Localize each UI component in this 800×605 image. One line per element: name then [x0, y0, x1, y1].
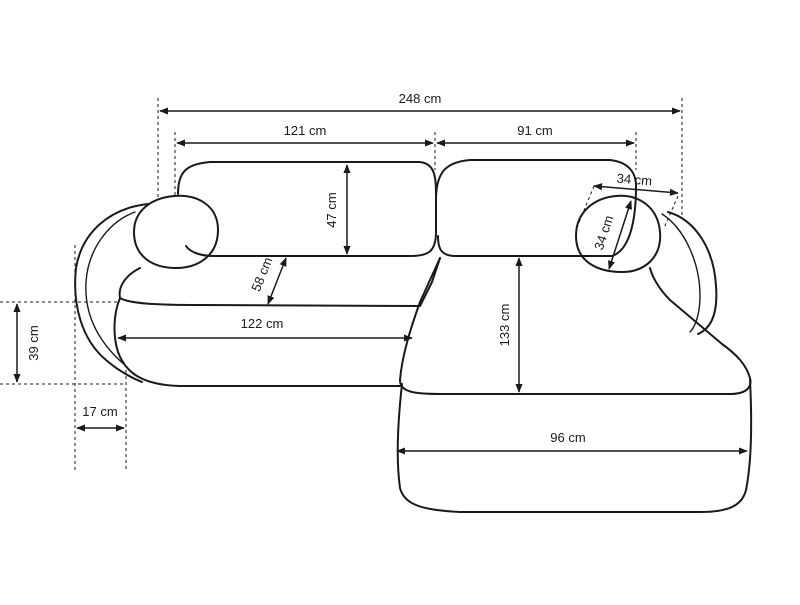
label-total-width: 248 cm [399, 91, 442, 106]
left-seat-cushion [118, 257, 441, 307]
label-backrest-height: 47 cm [324, 192, 339, 227]
dimension-lines [13, 107, 748, 455]
right-armrest-inner [661, 213, 701, 333]
sofa-outline [74, 159, 753, 513]
label-chaise-width: 96 cm [550, 430, 585, 445]
dim-line-seat-depth [267, 257, 287, 305]
label-seat-depth: 58 cm [248, 255, 275, 293]
left-armrest-inner [85, 211, 136, 367]
left-back-cushion [177, 161, 437, 257]
round-cushions [133, 194, 662, 273]
dim-line-cushion-vertical [608, 200, 632, 270]
left-round-cushion [133, 194, 219, 269]
label-chaise-length: 133 cm [497, 304, 512, 347]
left-base [113, 297, 401, 387]
right-round-cushion [575, 194, 662, 273]
left-armrest [74, 203, 149, 383]
label-seat-height: 39 cm [26, 325, 41, 360]
dimension-labels: 248 cm 121 cm 91 cm 34 cm 34 cm 47 cm 58… [26, 91, 653, 445]
chaise-base [396, 379, 753, 513]
label-cushion-vertical: 34 cm [591, 213, 616, 251]
right-armrest [667, 211, 718, 335]
label-left-section: 121 cm [284, 123, 327, 138]
label-cushion-horizontal: 34 cm [616, 171, 653, 189]
guide-cushion-a [577, 185, 595, 226]
label-right-section: 91 cm [517, 123, 552, 138]
label-seat-width: 122 cm [241, 316, 284, 331]
dim-line-cushion-horizontal [593, 183, 679, 196]
label-armrest-width: 17 cm [82, 404, 117, 419]
chaise-seat [399, 257, 752, 395]
